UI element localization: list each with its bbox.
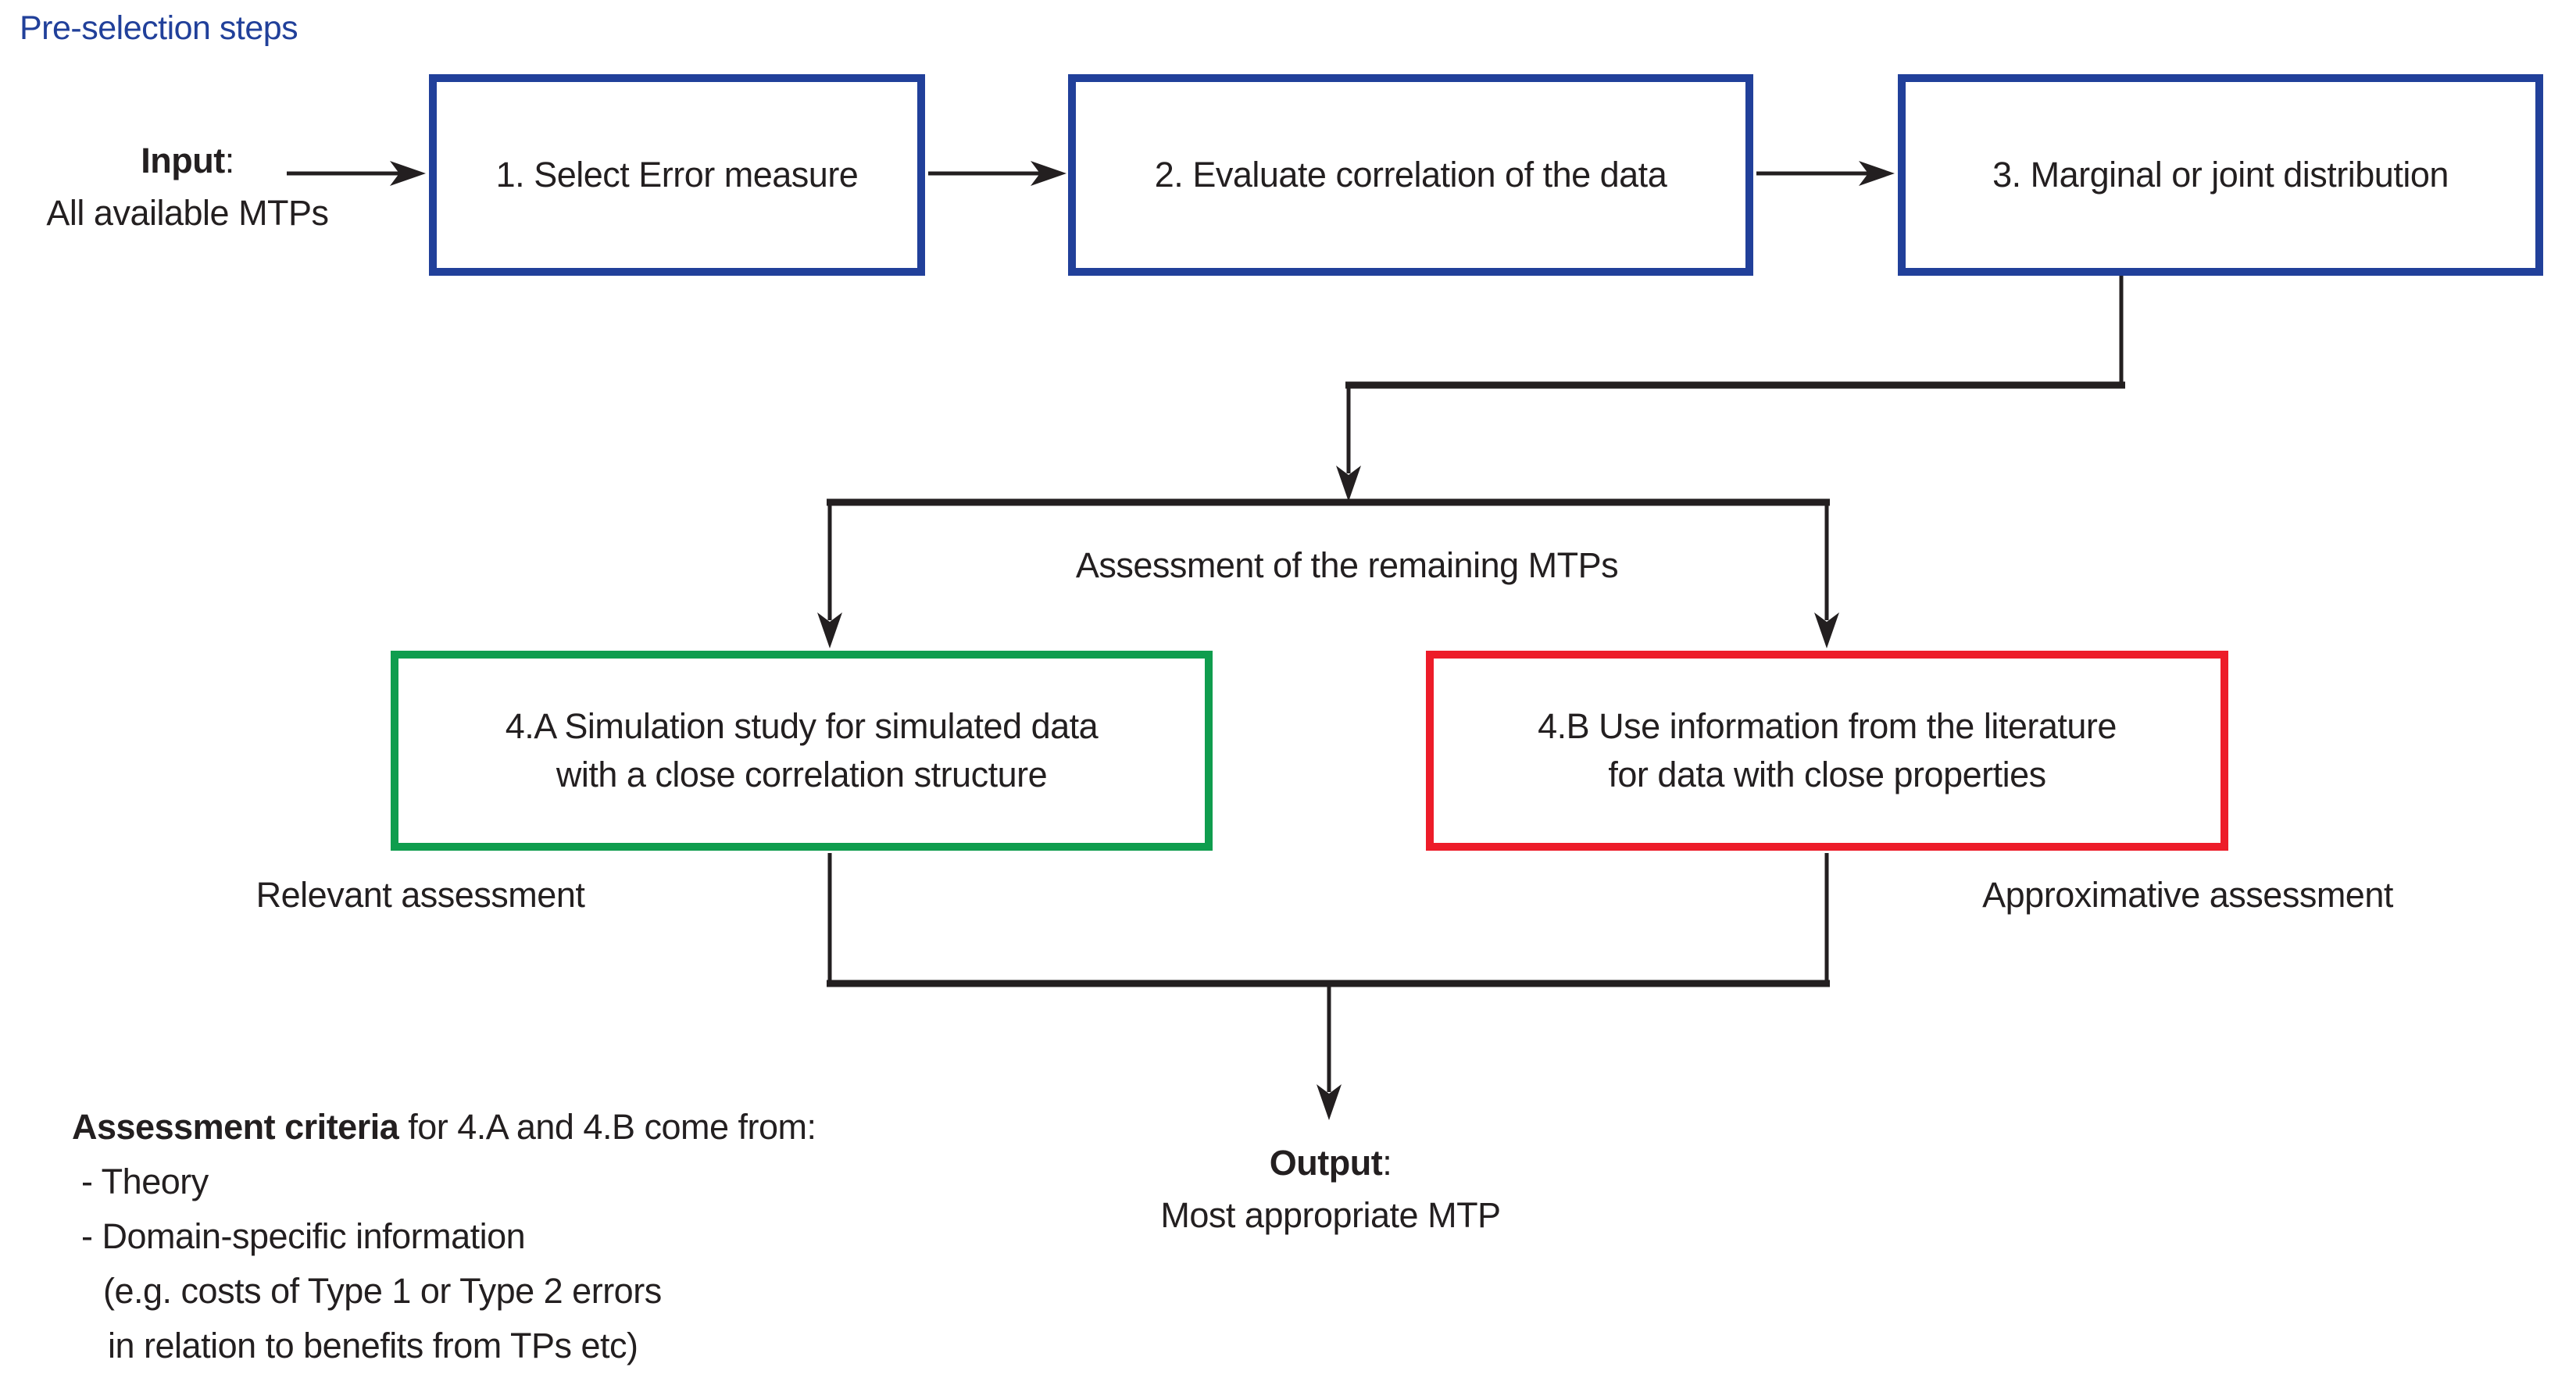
- output-label: Output:: [1131, 1137, 1530, 1189]
- branch-4b-line1: 4.B Use information from the literature: [1538, 706, 2117, 746]
- output-label-colon: :: [1382, 1143, 1392, 1183]
- arrowhead-into-assessment: [1336, 466, 1361, 502]
- criteria-item-benefits: in relation to benefits from TPs etc): [108, 1326, 638, 1365]
- branch-4b-line2: for data with close properties: [1608, 755, 2046, 794]
- arrowhead-output: [1317, 1084, 1342, 1120]
- input-block: Input: All available MTPs: [12, 134, 363, 239]
- step-box-1: 1. Select Error measure: [429, 74, 925, 276]
- arrowhead-input-to-step1: [390, 161, 426, 186]
- arrowhead-step1-to-step2: [1031, 161, 1066, 186]
- criteria-item-costs: (e.g. costs of Type 1 or Type 2 errors: [103, 1271, 662, 1311]
- input-label-colon: :: [224, 141, 235, 180]
- input-label: Input:: [12, 134, 363, 187]
- output-block: Output: Most appropriate MTP: [1131, 1137, 1530, 1241]
- arrowhead-branch-a: [817, 612, 842, 648]
- criteria-item-theory: - Theory: [81, 1162, 209, 1201]
- branch-4b-caption: Approximative assessment: [1982, 875, 2393, 915]
- branch-box-4a: 4.A Simulation study for simulated data …: [391, 651, 1213, 851]
- criteria-intro-bold: Assessment criteria: [72, 1107, 399, 1147]
- step-box-2: 2. Evaluate correlation of the data: [1068, 74, 1753, 276]
- step-box-3: 3. Marginal or joint distribution: [1898, 74, 2543, 276]
- branch-4a-caption: Relevant assessment: [255, 875, 585, 915]
- criteria-intro: Assessment criteria for 4.A and 4.B come…: [72, 1100, 816, 1155]
- output-label-bold: Output: [1269, 1143, 1383, 1183]
- step-1-label: 1. Select Error measure: [495, 155, 859, 195]
- arrowhead-branch-b: [1814, 612, 1839, 648]
- step-3-label: 3. Marginal or joint distribution: [1992, 155, 2449, 195]
- arrowhead-step2-to-step3: [1859, 161, 1895, 186]
- input-label-bold: Input: [141, 141, 225, 180]
- branch-4a-line2: with a close correlation structure: [556, 755, 1048, 794]
- step-2-label: 2. Evaluate correlation of the data: [1154, 155, 1667, 195]
- criteria-item-domain: - Domain-specific information: [81, 1216, 526, 1256]
- branch-4a-line1: 4.A Simulation study for simulated data: [505, 706, 1099, 746]
- page-title: Pre-selection steps: [20, 9, 298, 47]
- input-value: All available MTPs: [46, 193, 329, 233]
- criteria-block: Assessment criteria for 4.A and 4.B come…: [72, 1100, 816, 1373]
- criteria-intro-rest: for 4.A and 4.B come from:: [398, 1107, 816, 1147]
- output-value: Most appropriate MTP: [1160, 1195, 1501, 1235]
- assessment-header: Assessment of the remaining MTPs: [1075, 545, 1619, 585]
- branch-box-4b: 4.B Use information from the literature …: [1426, 651, 2228, 851]
